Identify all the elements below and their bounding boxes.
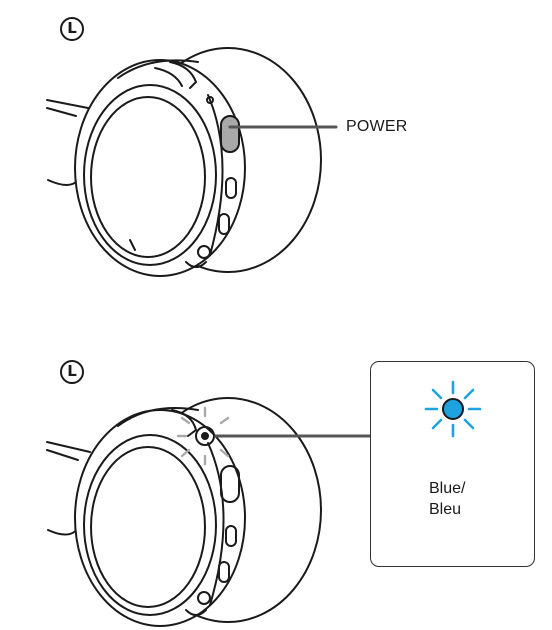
step-indicator-blue: L — [0, 330, 552, 630]
indicator-light-ring — [195, 426, 215, 446]
housing-inner-ring — [83, 84, 217, 266]
step-power-press: L — [0, 0, 552, 300]
housing-outer — [74, 59, 246, 277]
headphone-earcup-illustration — [46, 397, 372, 627]
housing-inner-ring — [83, 434, 217, 616]
arm-joint-inner — [154, 67, 183, 87]
housing-seam — [129, 239, 136, 251]
earpad-seam — [117, 59, 199, 79]
earpad-seam — [117, 407, 199, 427]
headband-line-upper — [46, 441, 91, 453]
usb-port — [218, 213, 230, 235]
custom-button — [225, 525, 237, 547]
indicator-color-label-en: Blue/ — [429, 480, 466, 497]
power-button — [220, 465, 240, 503]
indicator-status-box: Blue/ Bleu — [370, 361, 535, 567]
power-callout-label: POWER — [346, 118, 408, 135]
indicator-glow-rays — [176, 406, 230, 466]
left-side-letter: L — [67, 362, 77, 380]
indicator-dot — [206, 96, 214, 104]
headband-lower-curve — [47, 179, 79, 186]
headband-line-lower — [46, 449, 79, 461]
left-side-letter: L — [67, 19, 77, 37]
headband-line-upper — [46, 99, 89, 109]
headband-lower-curve — [47, 527, 79, 536]
arm-joint — [169, 61, 197, 89]
housing-bottom-detail — [185, 261, 207, 268]
blue-indicator-dot — [442, 398, 464, 420]
housing-center-plate — [90, 96, 206, 258]
custom-button — [225, 177, 237, 199]
housing-center-plate — [90, 446, 206, 608]
usb-port — [218, 561, 230, 583]
audio-jack — [197, 591, 211, 605]
control-strip-edge — [207, 94, 224, 256]
arm-joint — [171, 409, 197, 437]
left-side-badge: L — [60, 17, 84, 41]
housing-bottom-detail — [185, 609, 207, 616]
control-strip-edge — [207, 442, 225, 606]
blue-indicator-rays — [424, 380, 482, 438]
audio-jack — [197, 245, 211, 259]
power-button — [220, 115, 240, 153]
housing-outer — [74, 409, 246, 627]
indicator-light-dot — [201, 432, 209, 440]
indicator-color-label-fr: Bleu — [429, 501, 462, 518]
left-side-badge: L — [60, 360, 84, 384]
indicator-light-icon — [424, 380, 482, 438]
headband-line-lower — [46, 107, 77, 117]
headphone-earcup-illustration — [46, 47, 338, 277]
